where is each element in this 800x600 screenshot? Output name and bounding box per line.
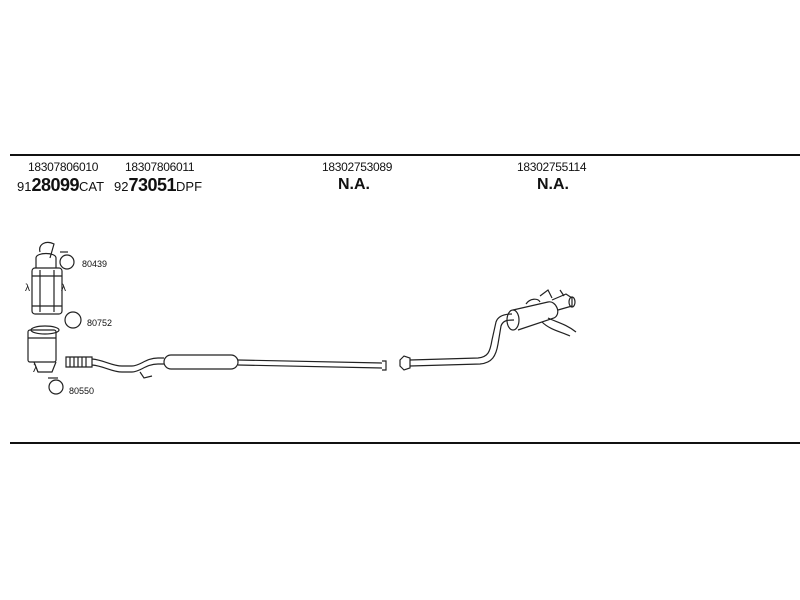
catalyst-code: 9128099CAT: [17, 175, 104, 196]
catalyst-code-number: 28099: [31, 175, 80, 195]
ref-ring-mid: 80752: [87, 318, 113, 328]
particulate-filter: [27, 325, 60, 373]
bottom-rule: [10, 442, 800, 444]
middle-muffler-na: N.A.: [338, 176, 370, 193]
rear-silencer: [506, 289, 577, 337]
part-number-middle-muffler: 18302753089: [322, 160, 393, 174]
dpf-code: 9273051DPF: [114, 175, 202, 196]
lambda-sensor-left: λ: [25, 283, 30, 294]
dpf-code-suffix: DPF: [176, 179, 203, 194]
catalyst-code-prefix: 91: [17, 179, 32, 194]
part-number-dpf: 18307806011: [125, 160, 195, 174]
part-number-catalyst: 18307806010: [28, 160, 99, 174]
lambda-sensor-right: λ: [61, 283, 66, 294]
catalyst-code-suffix: CAT: [79, 179, 105, 194]
rear-muffler-na: N.A.: [537, 176, 569, 193]
front-pipe: [65, 356, 164, 379]
catalytic-converter: [31, 241, 63, 315]
top-rule: [10, 154, 800, 156]
part-number-rear-muffler: 18302755114: [517, 160, 587, 174]
dpf-code-number: 73051: [128, 175, 177, 195]
ref-ring-bottom: 80550: [69, 386, 95, 396]
clamp-top-icon: [59, 254, 75, 270]
ring-mid-icon: [64, 311, 82, 329]
ref-clamp-top: 80439: [82, 259, 108, 269]
rear-pipe: [399, 313, 515, 371]
dpf-code-prefix: 92: [114, 179, 129, 194]
middle-silencer: [163, 354, 387, 371]
lambda-sensor-bottom: λ: [33, 363, 39, 375]
ring-bottom-icon: [48, 379, 64, 395]
